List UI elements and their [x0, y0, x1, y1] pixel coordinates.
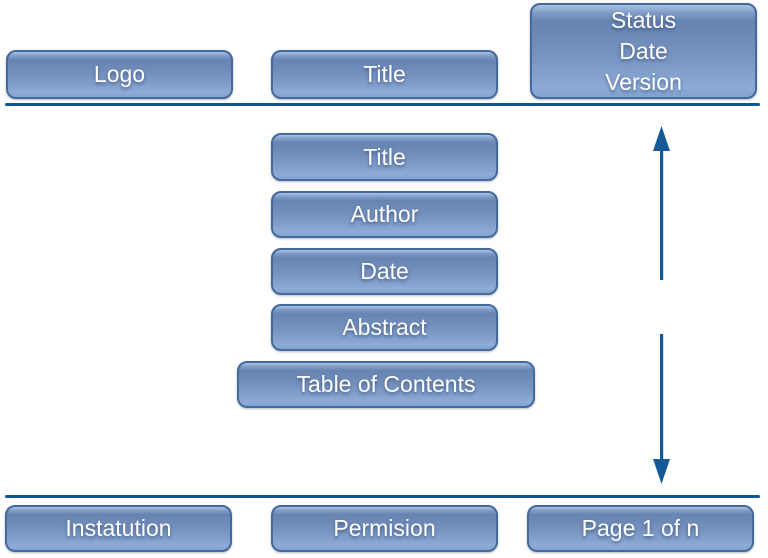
status-line: Status — [610, 6, 677, 33]
footer-divider-line — [5, 495, 760, 498]
body-date-box[interactable]: Date — [271, 248, 498, 295]
institution-box[interactable]: Instatution — [5, 505, 232, 552]
version-line: Version — [605, 68, 682, 95]
table-of-contents-box[interactable]: Table of Contents — [237, 361, 535, 408]
permission-box[interactable]: Permision — [271, 505, 498, 552]
body-author-box[interactable]: Author — [271, 191, 498, 238]
body-title-box[interactable]: Title — [271, 133, 498, 181]
status-date-version-box[interactable]: Status Date Version — [530, 3, 757, 99]
logo-box[interactable]: Logo — [6, 50, 233, 99]
header-divider-line — [5, 103, 760, 106]
header-title-box[interactable]: Title — [271, 50, 498, 99]
body-abstract-box[interactable]: Abstract — [271, 304, 498, 351]
page-number-box[interactable]: Page 1 of n — [527, 505, 754, 552]
vertical-double-arrow-icon[interactable] — [640, 120, 683, 490]
date-line: Date — [619, 37, 668, 64]
